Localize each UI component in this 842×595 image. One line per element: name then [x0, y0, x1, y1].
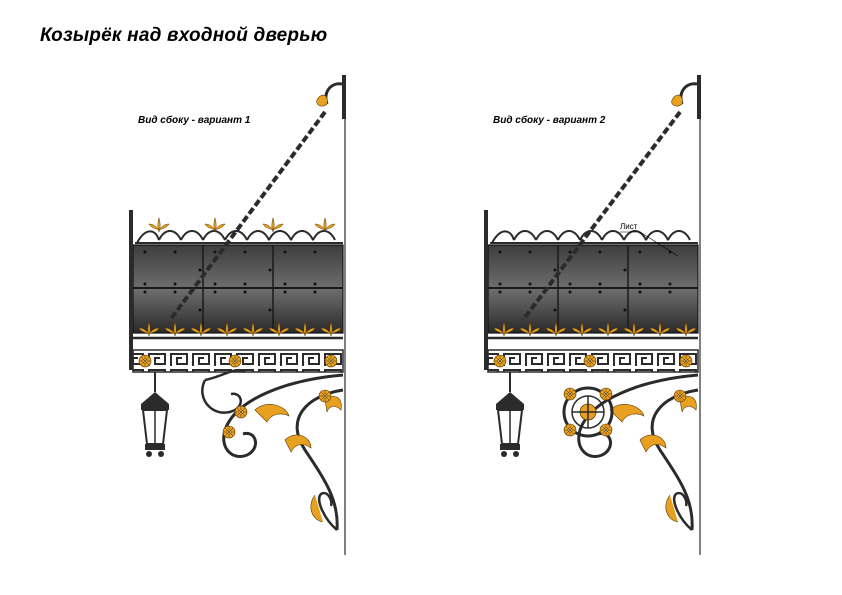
- callout-sheet-label: Лист: [620, 222, 638, 231]
- canopy-variant-2: [484, 75, 701, 555]
- chain-variant-1: [168, 110, 327, 322]
- callout-sheet: Лист: [620, 222, 679, 257]
- canopy-variant-1: [129, 75, 346, 555]
- chain-variant-2: [521, 110, 682, 322]
- view-label-variant-2: Вид сбоку - вариант 2: [493, 115, 606, 126]
- page-title: Козырёк над входной дверью: [40, 25, 328, 46]
- view-label-variant-1: Вид сбоку - вариант 1: [138, 115, 251, 126]
